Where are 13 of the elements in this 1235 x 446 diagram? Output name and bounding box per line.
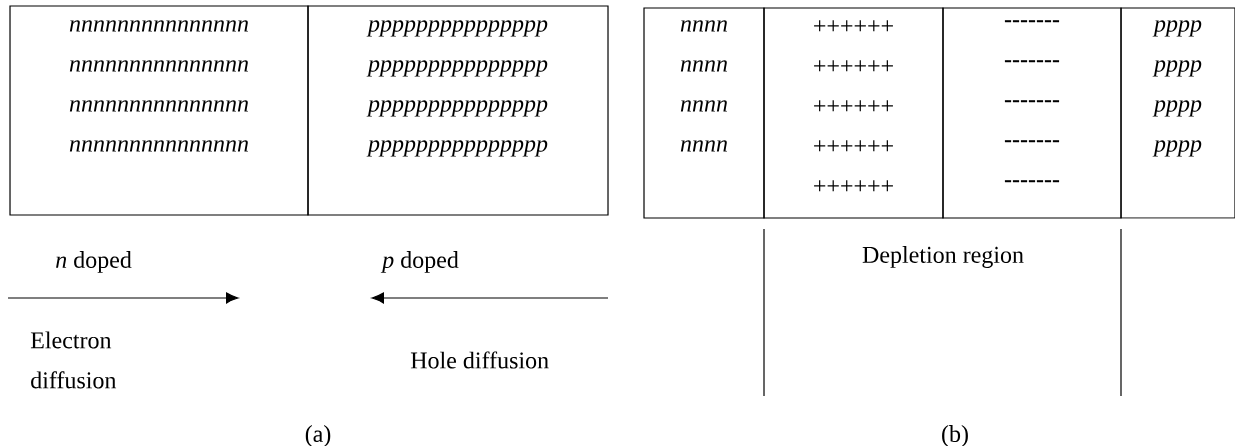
region-cell: nnnn nnnn nnnn nnnn	[643, 7, 765, 219]
region-cell: pppp pppp pppp pppp	[1120, 7, 1235, 219]
text-label: Electron diffusion	[30, 331, 117, 389]
text-label: Depletion region	[862, 246, 1024, 268]
text-label: n doped	[56, 251, 132, 273]
region-cell: ppppppppppppppp ppppppppppppppp ppppppppppppppp ppppppppppppppp	[307, 5, 609, 216]
text-label: Hole diffusion	[410, 351, 549, 369]
text-label: (a)	[305, 425, 331, 446]
region-cell: nnnnnnnnnnnnnnn nnnnnnnnnnnnnnn nnnnnnnnnnnnnnn nnnnnnnnnnnnnnn	[9, 5, 309, 216]
region-cell: ------- ------- ------- ------- -------	[942, 7, 1122, 219]
region-cell: ++++++ ++++++ ++++++ ++++++ ++++++	[763, 7, 944, 219]
text-label: (b)	[942, 425, 968, 446]
text-label: p doped	[380, 251, 459, 273]
